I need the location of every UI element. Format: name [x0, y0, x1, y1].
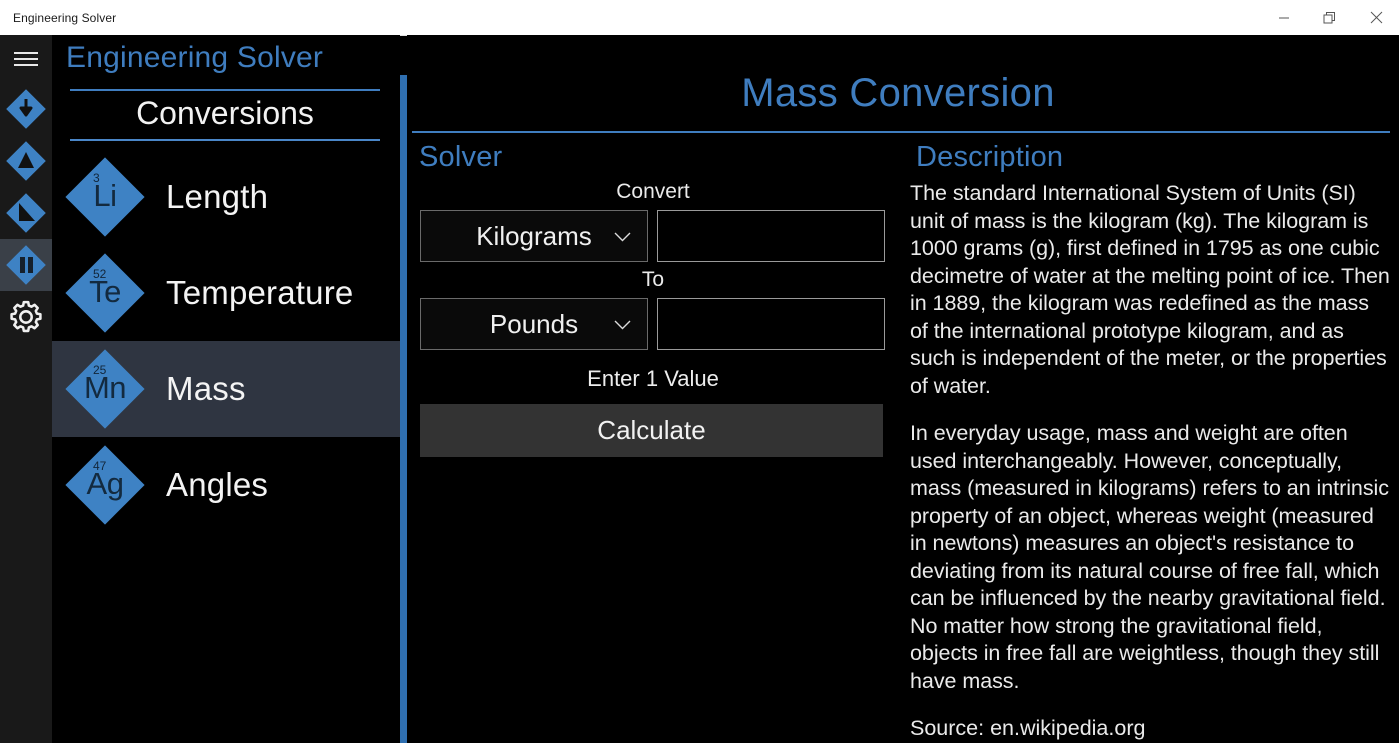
to-label: To — [641, 268, 665, 291]
minimize-icon — [1279, 17, 1289, 18]
diamond-triangle-icon — [6, 141, 46, 181]
element-symbol: Te — [89, 274, 121, 309]
restore-icon — [1323, 11, 1335, 23]
conversion-list: 3 Li Length 52 Te Temperature 25 Mn — [52, 149, 400, 533]
hamburger-menu-icon — [14, 48, 38, 70]
diamond-bars-icon — [6, 245, 46, 285]
to-value-input[interactable] — [657, 298, 885, 350]
description-heading: Description — [916, 141, 1064, 173]
to-unit-value: Pounds — [489, 308, 579, 339]
minimize-button[interactable] — [1261, 0, 1307, 35]
solver-column: Solver Convert Kilograms To Pounds — [413, 141, 893, 457]
section-divider — [70, 139, 380, 141]
list-item-label: Mass — [166, 370, 246, 407]
rail-item-trigonometry[interactable] — [0, 187, 52, 239]
element-diamond-ag: 47 Ag — [65, 445, 145, 525]
diamond-right-triangle-icon — [6, 193, 46, 233]
hamburger-menu-button[interactable] — [0, 35, 52, 83]
diamond-down-arrow-icon — [6, 89, 46, 129]
description-column: Description The standard International S… — [910, 141, 1390, 743]
chevron-down-icon — [614, 230, 631, 248]
element-number: 25 — [93, 363, 107, 377]
element-diamond-te: 52 Te — [65, 253, 145, 333]
close-button[interactable] — [1353, 0, 1399, 35]
close-icon — [1370, 11, 1382, 24]
element-number: 3 — [93, 171, 100, 185]
conversions-panel: Engineering Solver Conversions 3 Li Leng… — [52, 35, 400, 743]
list-item-label: Length — [166, 178, 269, 215]
title-bar: Engineering Solver — [0, 0, 1399, 36]
gear-icon — [10, 300, 42, 333]
convert-row: Kilograms — [413, 210, 893, 262]
app-brand-title: Engineering Solver — [66, 41, 324, 74]
from-unit-value: Kilograms — [476, 220, 592, 251]
value-hint: Enter 1 Value — [587, 366, 719, 391]
window-controls — [1261, 0, 1399, 35]
element-diamond-li: 3 Li — [65, 157, 145, 237]
element-number: 52 — [93, 267, 107, 281]
element-diamond-mn: 25 Mn — [65, 349, 145, 429]
element-symbol: Mn — [83, 370, 127, 405]
rail-item-mechanics[interactable] — [0, 239, 52, 291]
from-value-input[interactable] — [657, 210, 885, 262]
list-item-angles[interactable]: 47 Ag Angles — [52, 437, 400, 533]
list-item-label: Temperature — [166, 274, 354, 311]
rail-item-conversions[interactable] — [0, 83, 52, 135]
section-title: Conversions — [136, 95, 314, 131]
description-paragraph-1: The standard International System of Uni… — [910, 181, 1390, 398]
page-title: Mass Conversion — [741, 71, 1055, 115]
element-symbol: Ag — [86, 466, 124, 501]
description-paragraph-2: In everyday usage, mass and weight are o… — [910, 421, 1389, 693]
list-item-label: Angles — [166, 466, 269, 503]
calculate-button[interactable]: Calculate — [420, 404, 883, 457]
convert-label: Convert — [616, 180, 690, 203]
from-unit-select[interactable]: Kilograms — [420, 210, 648, 262]
element-symbol: Li — [93, 178, 117, 213]
page-title-divider — [412, 131, 1390, 133]
restore-button[interactable] — [1307, 0, 1353, 35]
to-unit-select[interactable]: Pounds — [420, 298, 648, 350]
list-item-temperature[interactable]: 52 Te Temperature — [52, 245, 400, 341]
panel-divider — [400, 75, 407, 743]
window-title: Engineering Solver — [13, 10, 117, 25]
description-source: Source: en.wikipedia.org — [910, 716, 1146, 741]
rail-item-geometry[interactable] — [0, 135, 52, 187]
rail-item-settings[interactable] — [0, 291, 52, 343]
to-row: Pounds — [413, 298, 893, 350]
element-number: 47 — [93, 459, 107, 473]
brand-divider — [70, 89, 380, 91]
list-item-length[interactable]: 3 Li Length — [52, 149, 400, 245]
list-item-mass[interactable]: 25 Mn Mass — [52, 341, 400, 437]
solver-heading: Solver — [419, 141, 503, 173]
navigation-rail — [0, 35, 52, 743]
chevron-down-icon — [614, 318, 631, 336]
main-content: Mass Conversion Solver Convert Kilograms… — [407, 35, 1399, 743]
